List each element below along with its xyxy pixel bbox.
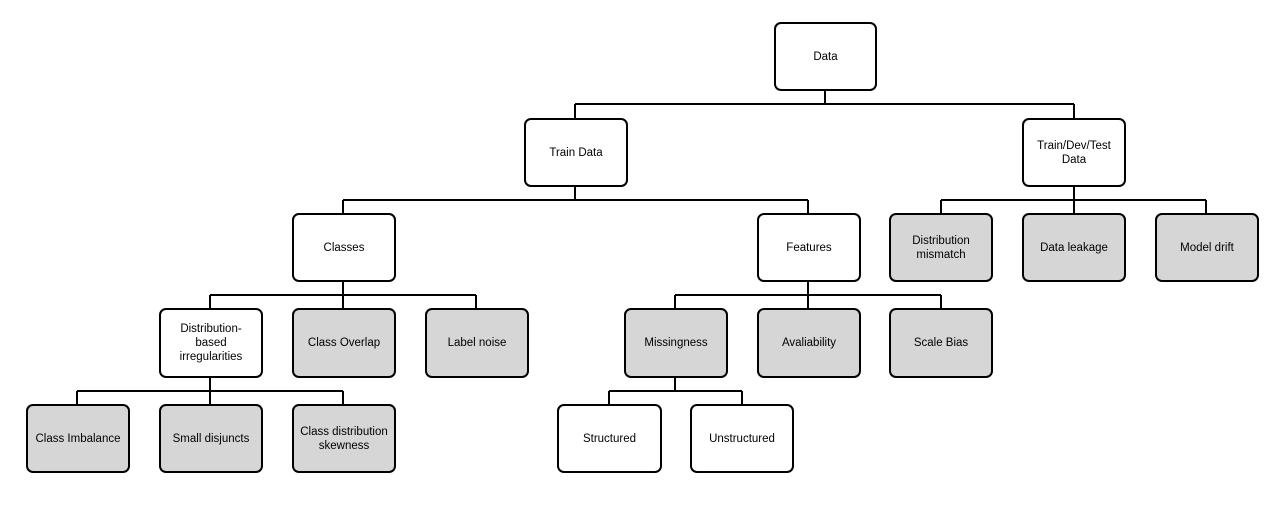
node-label: Class distribution skewness [300, 425, 388, 452]
node-label: Scale Bias [913, 337, 969, 349]
node-unstructured: Unstructured [690, 404, 794, 473]
node-label: Unstructured [709, 432, 775, 445]
node-distribution-mismatch: Distribution mismatch [889, 213, 993, 282]
node-structured: Structured [557, 404, 662, 473]
node-label: Structured [582, 432, 637, 445]
node-small-disjuncts: Small disjuncts [159, 404, 263, 473]
node-class-overlap: Class Overlap [292, 308, 396, 378]
node-label: Features [786, 241, 832, 254]
node-model-drift: Model drift [1155, 213, 1259, 282]
node-label: Model drift [1180, 241, 1234, 254]
node-features: Features [757, 213, 861, 282]
node-label: Train/Dev/Test Data [1037, 139, 1111, 166]
node-class-distribution-skewness: Class distribution skewness [292, 404, 396, 473]
node-label: Data [813, 50, 838, 63]
node-data: Data [774, 22, 877, 91]
node-label: Distribution mismatch [912, 234, 970, 261]
node-availability: Avaliability [757, 308, 861, 378]
node-distribution-based-irregularities: Distribution-based irregularities [159, 308, 263, 378]
node-label: Data leakage [1040, 241, 1108, 254]
node-label: Small disjuncts [172, 432, 250, 445]
node-train-dev-test-data: Train/Dev/Test Data [1022, 118, 1126, 187]
node-label: Train Data [549, 146, 603, 159]
node-label: Class Overlap [307, 337, 381, 349]
node-data-leakage: Data leakage [1022, 213, 1126, 282]
node-label: Missingness [644, 337, 708, 349]
node-classes: Classes [292, 213, 396, 282]
node-label: Label noise [447, 337, 507, 349]
node-label: Distribution-based irregularities [179, 323, 243, 363]
node-scale-bias: Scale Bias [889, 308, 993, 378]
node-label: Classes [323, 241, 365, 254]
node-class-imbalance: Class Imbalance [26, 404, 130, 473]
node-label: Class Imbalance [35, 432, 121, 445]
node-missingness: Missingness [624, 308, 728, 378]
node-label-noise: Label noise [425, 308, 529, 378]
node-label: Avaliability [781, 337, 837, 349]
node-train-data: Train Data [524, 118, 628, 187]
